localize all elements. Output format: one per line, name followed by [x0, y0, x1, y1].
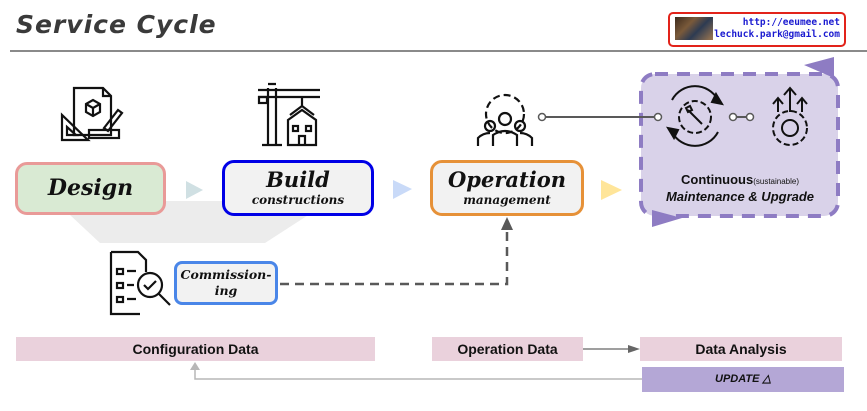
crane-house-icon [257, 82, 320, 147]
maintenance-gear-icon [665, 85, 725, 147]
checklist-inspection-icon [109, 250, 171, 316]
contact-email[interactable]: lechuck.park@gmail.com [714, 29, 840, 40]
operation-label: Operation [448, 167, 566, 192]
page-title: Service Cycle [16, 10, 217, 39]
continuous-note: (sustainable) [753, 177, 800, 186]
flow-arrow-build-operation [393, 180, 412, 199]
cycle-arrowhead-bottom [652, 210, 682, 227]
build-label: Build [266, 167, 330, 192]
commissioning-label-line2: ing [214, 283, 238, 298]
cycle-arrowhead-top [804, 57, 834, 78]
blueprint-design-icon [60, 86, 124, 142]
title-divider [10, 50, 867, 52]
continuous-stage-label: Continuous(sustainable) Maintenance & Up… [640, 172, 840, 204]
author-thumbnail [675, 17, 713, 40]
build-stage[interactable]: Build constructions [222, 160, 374, 216]
design-stage[interactable]: Design [15, 162, 166, 215]
upgrade-gear-icon [772, 86, 808, 146]
flow-arrow-design-build [186, 181, 203, 199]
contact-url[interactable]: http://eeumee.net [742, 17, 840, 28]
continuous-label: Continuous [680, 172, 754, 187]
continuous-box [641, 74, 838, 216]
continuous-box-border [639, 72, 840, 218]
contact-badge: http://eeumee.net lechuck.park@gmail.com [668, 12, 846, 47]
commissioning-arrowhead [501, 217, 513, 230]
configuration-data-bar: Configuration Data [16, 337, 375, 361]
commissioning-label-line1: Commission- [180, 267, 272, 282]
operation-data-bar: Operation Data [432, 337, 583, 361]
data-analysis-bar: Data Analysis [640, 337, 842, 361]
team-gear-icon [476, 93, 534, 146]
flow-arrow-operation-continuous [601, 180, 622, 200]
update-feedback-arrow [194, 369, 642, 380]
design-label: Design [47, 175, 134, 201]
commissioning-stage[interactable]: Commission- ing [174, 261, 278, 305]
commissioning-connector [280, 228, 509, 286]
update-bar: UPDATE △ [642, 367, 844, 392]
continuous-sublabel: Maintenance & Upgrade [665, 189, 815, 204]
operation-sublabel: management [463, 193, 551, 207]
build-sublabel: constructions [251, 193, 345, 207]
operation-stage[interactable]: Operation management [430, 160, 584, 216]
